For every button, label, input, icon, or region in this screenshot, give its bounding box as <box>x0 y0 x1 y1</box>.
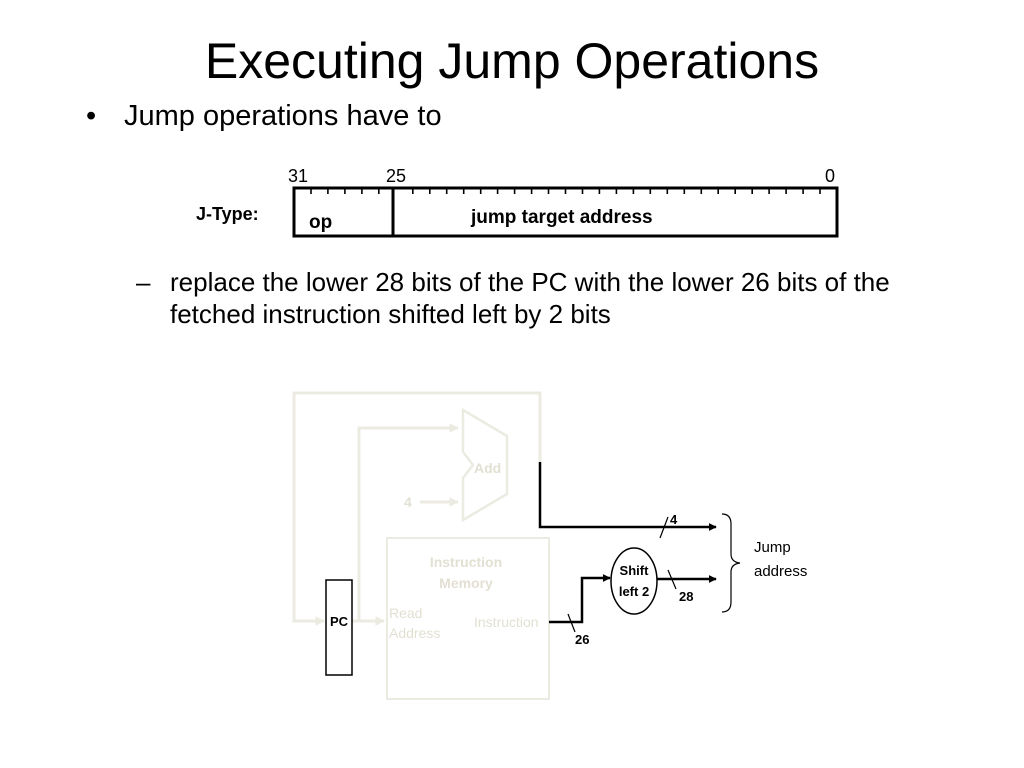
jump-address-line1: Jump <box>754 539 791 556</box>
shifter-label-line2: left 2 <box>619 584 649 599</box>
instruction-memory <box>386 537 550 700</box>
jtype-format: J-Type: 31 25 0 op jump target address <box>196 166 839 238</box>
jump-path: PC 4 26 Shift left 2 28 Jump address <box>325 462 807 676</box>
constant-four-label: 4 <box>404 494 412 510</box>
shift-left-2-unit <box>610 547 658 615</box>
sub-bullet-text: replace the lower 28 bits of the PC with… <box>170 267 890 329</box>
bullet-marker: • <box>86 100 97 132</box>
slide-title: Executing Jump Operations <box>204 33 820 89</box>
jump-address-brace <box>721 513 741 613</box>
width-label-26: 26 <box>575 632 589 647</box>
width-tick-28 <box>667 569 677 590</box>
width-tick-26 <box>567 613 576 633</box>
jtype-label: J-Type: <box>196 204 259 224</box>
adder-label: Add <box>474 460 501 476</box>
sub-bullet-marker: – <box>136 267 151 297</box>
read-address-line1: Read <box>389 605 422 621</box>
pc-register <box>325 579 353 676</box>
bit-31-label: 31 <box>288 166 308 186</box>
faded-datapath: Add 4 Instruction Memory Read Address In… <box>292 391 550 700</box>
adder-unit <box>461 407 509 523</box>
bullet-item: • Jump operations have to <box>86 98 442 134</box>
pc-label: PC <box>330 614 349 629</box>
instruction-to-shifter-wire <box>549 573 611 624</box>
width-tick-4 <box>659 516 669 539</box>
bit-0-label: 0 <box>825 166 835 186</box>
bit-ticks <box>310 188 821 194</box>
bit-25-label: 25 <box>386 166 406 186</box>
pc-to-adder-wire <box>357 423 459 621</box>
target-field-label: jump target address <box>470 207 653 228</box>
bullet-text: Jump operations have to <box>124 100 442 132</box>
memory-title-line1: Instruction <box>430 554 502 570</box>
jump-address-line2: address <box>754 563 807 580</box>
instruction-port-label: Instruction <box>474 614 539 630</box>
width-label-28: 28 <box>679 589 693 604</box>
pc-upper-bits-wire <box>538 462 717 532</box>
memory-title-line2: Memory <box>439 575 493 591</box>
read-address-line2: Address <box>389 625 440 641</box>
shifter-label-line1: Shift <box>620 563 650 578</box>
width-label-4: 4 <box>670 512 678 527</box>
op-field-label: op <box>309 212 332 233</box>
